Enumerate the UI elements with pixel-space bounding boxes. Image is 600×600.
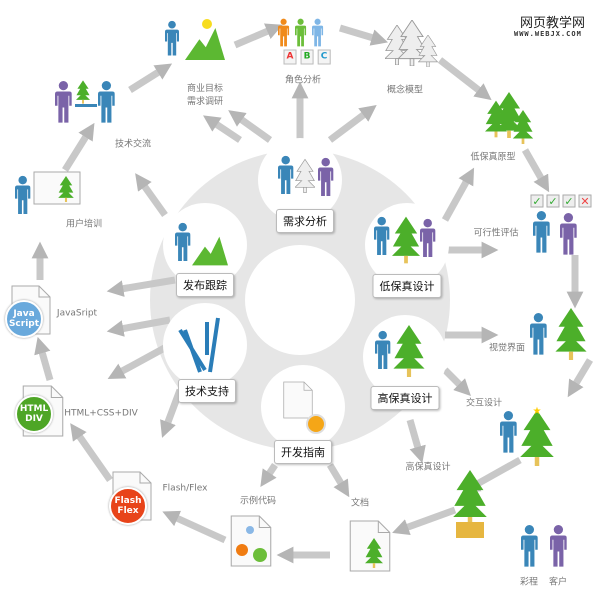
role-person-b-icon — [295, 18, 307, 47]
legend-designer-icon — [521, 525, 538, 567]
arrow-27 — [107, 341, 172, 380]
role-letter-c: C — [317, 49, 331, 65]
arrow-22 — [406, 419, 426, 464]
node-javascript: JavaSript — [56, 308, 98, 319]
pot-icon — [456, 522, 484, 538]
node-feasibility: 可行性评估 — [473, 228, 519, 239]
arrow-26 — [106, 316, 171, 337]
arrow-21 — [442, 367, 471, 396]
arrow-18 — [441, 167, 475, 222]
arrow-0 — [233, 23, 283, 49]
hub-tech-support[interactable]: 技术支持 — [178, 379, 236, 403]
checkbox-icon — [578, 194, 592, 208]
checkbox-icon — [530, 194, 544, 208]
tree-icon — [555, 308, 587, 360]
arrow-9 — [162, 510, 227, 544]
compass-icon — [306, 414, 326, 434]
whiteboard-icon — [33, 171, 81, 205]
designer-person-icon — [533, 211, 550, 253]
node-role-analysis: 角色分析 — [284, 75, 322, 86]
hub-hi-fi-design[interactable]: 高保真设计 — [370, 386, 440, 410]
concept-tree-icon — [418, 35, 438, 67]
node-icons: ✓ ✓ ✓ ✕ ★ — [11, 18, 592, 572]
node-tech-exchange: 技术交流 — [114, 139, 152, 150]
arrow-16 — [228, 110, 273, 143]
legend-client-icon — [550, 525, 567, 567]
javascript-badge: Java Script — [5, 300, 43, 338]
arrow-24 — [260, 463, 278, 487]
node-docs: 文档 — [350, 498, 370, 509]
tree-icon — [76, 80, 90, 104]
arrow-2 — [437, 57, 492, 101]
node-concept-model: 概念模型 — [386, 85, 424, 96]
molecule-node-icon — [246, 526, 254, 534]
label-line2: 需求调研 — [186, 97, 224, 107]
html-div-badge: HTML DIV — [15, 395, 53, 433]
node-user-training: 用户培训 — [65, 219, 103, 230]
hub-requirements[interactable]: 需求分析 — [276, 209, 334, 233]
hub-dev-guide[interactable]: 开发指南 — [274, 440, 332, 464]
arrow-23 — [326, 463, 350, 498]
check-icon: ✓ — [548, 195, 557, 208]
arrow-3 — [521, 148, 550, 193]
flash-flex-badge: Flash Flex — [109, 487, 147, 525]
role-letter-b: B — [300, 49, 314, 65]
arrow-13 — [62, 122, 95, 172]
arrow-7 — [392, 506, 457, 536]
arrow-28 — [160, 388, 184, 438]
node-low-fi-prototype: 低保真原型 — [470, 152, 516, 163]
flow-arrows — [31, 23, 594, 564]
hub-release-tracking[interactable]: 发布跟踪 — [176, 273, 234, 297]
table-icon — [75, 104, 97, 107]
node-html-css-div: HTML+CSS+DIV — [64, 408, 138, 419]
star-icon: ★ — [533, 406, 542, 417]
label-line1: 商业目标 — [186, 84, 224, 94]
molecule-node-icon — [236, 544, 248, 556]
mountain-icon — [185, 28, 225, 60]
site-logo-title: 网页教学网 — [520, 16, 586, 31]
node-sample-code: 示例代码 — [239, 496, 277, 507]
role-letter-a: A — [283, 49, 297, 65]
tools-icon — [178, 317, 220, 373]
node-visual-ui: 视觉界面 — [488, 343, 526, 354]
arrow-30 — [203, 115, 242, 143]
designer-person-icon — [98, 81, 115, 123]
check-icon: ✓ — [532, 195, 541, 208]
client-person-icon — [560, 213, 577, 255]
arrow-14 — [128, 63, 173, 93]
role-person-a-icon — [278, 18, 290, 47]
legend-designer-label: 彩程 — [519, 577, 539, 588]
molecule-node-icon — [253, 548, 267, 562]
node-interaction: 交互设计 — [465, 398, 503, 409]
check-icon: ✓ — [564, 195, 573, 208]
checkbox-icon — [546, 194, 560, 208]
arrow-11 — [34, 336, 54, 381]
node-hi-fi-design: 高保真设计 — [405, 462, 451, 473]
arrow-5 — [567, 358, 594, 398]
node-flash-flex: Flash/Flex — [162, 483, 208, 494]
arrow-1 — [338, 24, 389, 46]
trainer-person-icon — [15, 175, 31, 215]
cross-icon: ✕ — [580, 195, 589, 208]
hub-low-fi-design[interactable]: 低保真设计 — [372, 274, 442, 298]
arrow-29 — [135, 173, 168, 218]
arrow-10 — [70, 423, 113, 483]
designer-person-icon — [530, 313, 547, 355]
guide-doc-icon — [283, 381, 313, 419]
arrow-25 — [106, 276, 176, 297]
sun-icon — [202, 19, 212, 29]
designer-person-icon — [500, 411, 517, 453]
node-business-research: 商业目标需求调研 — [187, 83, 223, 109]
site-logo-url: WWW.WEBJX.COM — [514, 30, 582, 38]
legend-client-label: 客户 — [548, 577, 568, 588]
client-person-icon — [55, 81, 72, 123]
designer-person-icon — [165, 20, 179, 56]
role-person-c-icon — [312, 18, 324, 47]
decorated-tree-icon — [520, 410, 554, 466]
checkbox-icon — [562, 194, 576, 208]
arrow-17 — [327, 104, 377, 143]
